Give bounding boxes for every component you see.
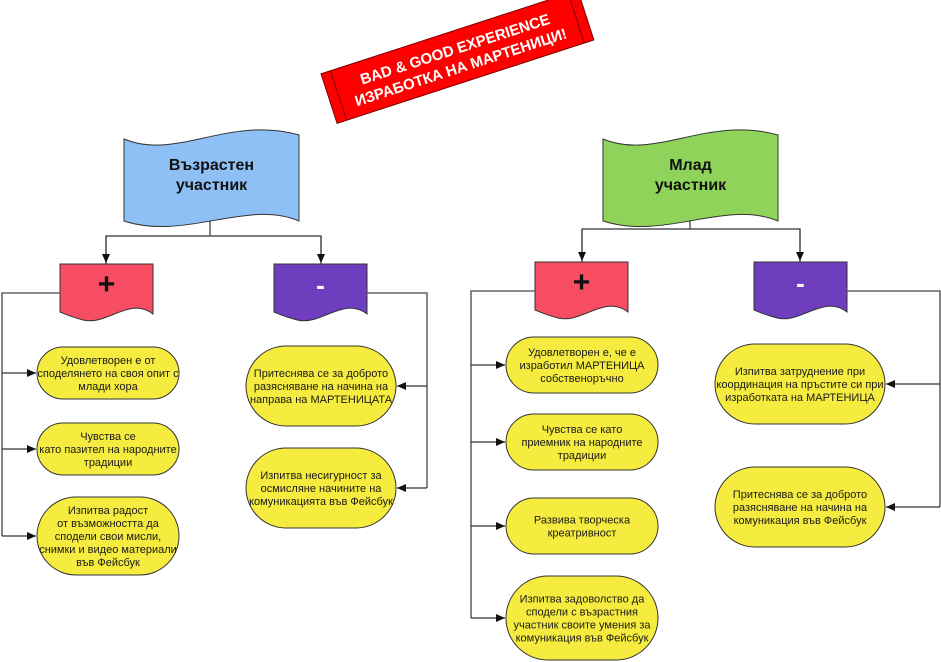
outcome-text-line: комуникацията във Фейсбук (249, 496, 393, 508)
participant-title-line: участник (655, 177, 727, 194)
connector-bus (105, 235, 322, 264)
outcome-text-line: Притеснява се за доброто (254, 368, 388, 380)
plus-icon: + (98, 268, 116, 301)
outcome-text-line: сподели с възрастния (526, 607, 638, 619)
positive-rail (470, 290, 535, 618)
positive-rail (1, 292, 60, 536)
outcome-text-line: изработката на МАРТЕНИЦА (725, 392, 875, 404)
outcome-shape (505, 575, 659, 661)
outcome-text-line: направа на МАРТЕНИЦАТА (250, 394, 393, 406)
outcome-shape (505, 336, 659, 394)
outcome-text-line: Удовлетворен е от (61, 355, 156, 367)
outcome-text-line: осмисляне начините на (261, 483, 383, 495)
negative-header-shape (753, 261, 848, 320)
outcome-text-line: от възможността да (57, 518, 160, 530)
plus-icon: + (573, 266, 591, 299)
banner-body (320, 0, 595, 124)
title-banner: BAD & GOOD EXPERIENCE ИЗРАБОТКА НА МАРТЕ… (320, 0, 595, 124)
positive-header: + (534, 261, 629, 320)
outcome-shape (245, 345, 397, 427)
flag-shape (123, 129, 300, 228)
outcome-text-line: традиции (84, 457, 132, 469)
outcome-text-line: Притеснява се за доброто (733, 489, 867, 501)
outcome-text-line: Изпитва несигурност за (260, 470, 382, 482)
outcome-shape (714, 466, 886, 548)
outcome-text-line: координация на пръстите си при (716, 379, 883, 391)
outcome-text-line: като пазител на народните (39, 444, 176, 456)
outcome-text-line: участник своите умения за (514, 620, 652, 632)
outcome-shape (36, 496, 180, 576)
participant-title-line: Възрастен (169, 157, 254, 174)
outcome-shape (714, 343, 886, 425)
outcome-text-line: Изпитва задоволство да (520, 594, 646, 606)
outcome-text-line: снимки и видео материали (39, 544, 177, 556)
negative-header: - (753, 261, 848, 320)
outcome-shape (505, 497, 659, 555)
flag-shape (602, 129, 779, 228)
outcome-text-line: изработил МАРТЕНИЦА (520, 360, 646, 372)
positive-header: + (59, 263, 154, 322)
outcome-shape (245, 447, 397, 529)
outcome-text-line: Удовлетворен е, че е (528, 347, 636, 359)
outcome-text-line: комуникация във Фейсбук (734, 515, 867, 527)
outcome-text-line: креатривност (548, 528, 617, 540)
minus-icon: - (316, 270, 325, 300)
outcome-text-line: сподели свои мисли, (55, 531, 162, 543)
outcome-text-line: Изпитва радост (68, 505, 148, 517)
outcome-shape (505, 413, 659, 471)
young-participant-flag: Млад участник (602, 129, 779, 228)
negative-rail (847, 290, 941, 507)
participant-title-line: Млад (669, 157, 712, 174)
minus-icon: - (796, 268, 805, 298)
negative-rail (367, 292, 428, 488)
outcome-text-line: разясняване на начина на (254, 381, 389, 393)
negative-header-shape (273, 263, 368, 322)
outcome-text-line: млади хора (78, 381, 138, 393)
positive-header-shape (534, 261, 629, 320)
outcome-text-line: споделянето на своя опит с (37, 368, 179, 380)
positive-header-shape (59, 263, 154, 322)
outcome-text-line: приемник на народните (521, 437, 642, 449)
outcome-text-line: традиции (558, 450, 606, 462)
outcome-text-line: Чувства се (80, 431, 136, 443)
participant-title-line: участник (176, 177, 248, 194)
banner-right-fold (567, 0, 585, 44)
outcome-text-line: комуникация във Фейсбук (516, 633, 649, 645)
connector-bus (581, 228, 801, 262)
outcome-text-line: Изпитва затруднение при (735, 366, 865, 378)
banner-left-fold (330, 70, 348, 121)
outcome-text-line: разясняване на начина на (733, 502, 868, 514)
outcome-text-line: Чувства се като (542, 424, 623, 436)
outcome-shape (36, 422, 180, 476)
outcome-text-line: във Фейсбук (76, 557, 140, 569)
older-participant-flag: Възрастен участник (123, 129, 300, 228)
negative-header: - (273, 263, 368, 322)
outcome-text-line: собственоръчно (540, 373, 623, 385)
outcome-shape (36, 346, 180, 400)
outcome-text-line: Развива творческа (534, 515, 631, 527)
